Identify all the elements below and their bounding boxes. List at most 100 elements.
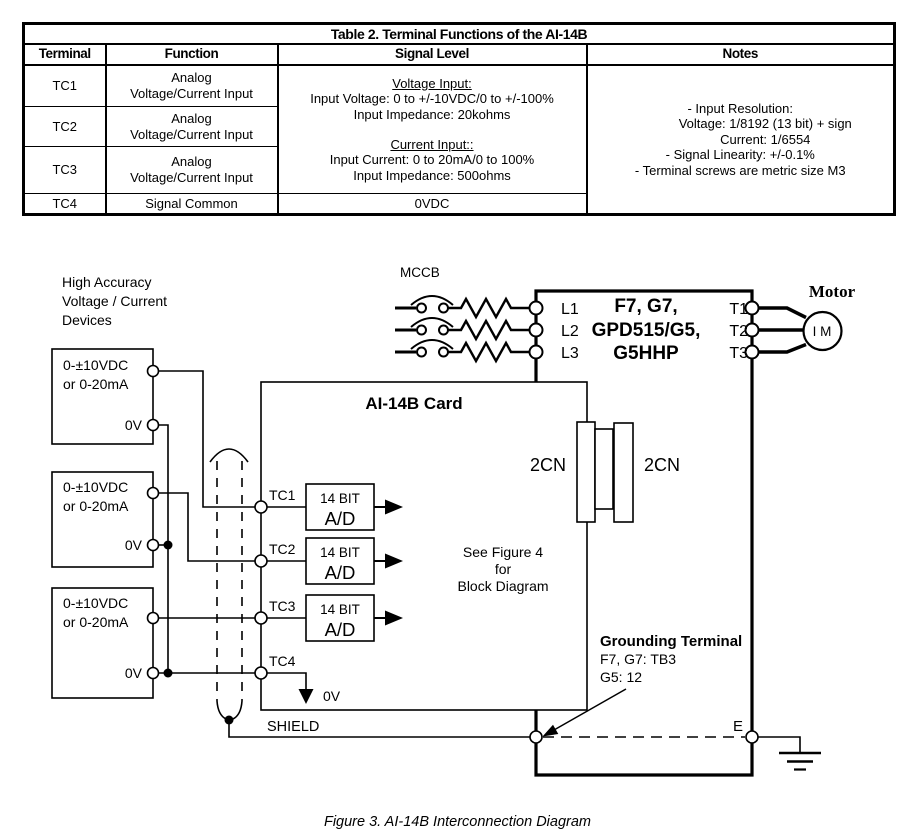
cn-label-right: 2CN [644,455,680,475]
breaker-contacts [416,302,449,358]
function-line: Analog [171,110,212,126]
note-line: - Terminal screws are metric size M3 [634,162,846,178]
device3-signal-terminal [146,611,160,625]
function-line: Voltage/Current Input [130,86,253,101]
current-input-heading: Current Input:: [390,136,474,152]
voltage-input-line: Input Voltage: 0 to +/-10VDC/0 to +/-100… [310,91,554,107]
drive-name-line: F7, G7, [614,296,677,317]
fuse-zigzag [448,318,536,342]
breaker-arc [410,339,454,350]
signal-level-tc4-cell: 0VDC [276,193,588,215]
shielded-cable [209,448,530,738]
t3-terminal [744,344,760,360]
mccb-pole-2 [395,317,536,342]
device-label: or 0-20mA [63,614,129,630]
device-box-3 [51,587,154,699]
shield-junction-dot [224,715,234,725]
voltage-input-line: Input Impedance: 20kohms [353,106,511,122]
contact [438,302,449,314]
contact [438,346,449,358]
ad-label: A/D [325,619,356,640]
drive-name-line: GPD515/G5, [592,320,701,341]
device1-0v-terminal [146,418,160,432]
earth-lead [758,736,801,752]
card-title: AI-14B Card [365,394,462,413]
l1-label: L1 [561,301,579,318]
table-row-tc1: TC1 Analog Voltage/Current Input Voltage… [22,64,896,215]
table-header-row: Terminal Function Signal Level Notes [22,43,896,66]
cable-bottom-curve [232,700,243,720]
tc4-label: TC4 [269,653,296,669]
note-line: Voltage: 1/8192 (13 bit) + sign [678,116,852,132]
tc3-terminal [254,611,268,625]
table-row-tc4: TC4 Signal Common 0VDC [22,193,895,215]
source-label-line: High Accuracy [62,274,151,290]
tc3-label: TC3 [269,598,296,614]
device2-signal-terminal [146,486,160,500]
function-line: Voltage/Current Input [130,126,253,142]
device-box-1 [51,348,154,445]
col-header-function: Function [104,43,279,66]
tc2-label: TC2 [269,541,296,557]
ai14b-card-box [260,381,588,711]
grounding-terminal-heading: Grounding Terminal [600,633,742,650]
see-figure-line: See Figure 4 [463,544,543,560]
device3-0v-terminal [146,666,160,680]
device1-signal-terminal [146,364,160,378]
grounding-circuit [542,688,821,771]
shield-drain-wire [228,720,530,738]
tc2-terminal [254,554,268,568]
l3-terminal [528,344,544,360]
signal-level-cell: Voltage Input: Input Voltage: 0 to +/-10… [276,64,588,194]
col-header-signal-level: Signal Level [276,43,588,66]
cn-label-left: 2CN [530,455,566,475]
l2-label: L2 [561,323,579,340]
function-cell: Analog Voltage/Current Input [104,146,279,194]
motor-im-text: I M [813,324,832,339]
contact [416,302,427,314]
function-cell: Signal Common [104,193,279,215]
ad-label: A/D [325,508,356,529]
notes-cell: - Input Resolution: Voltage: 1/8192 (13 … [585,64,896,215]
ad-box-2 [305,537,375,585]
drive-name-line: G5HHP [613,343,679,364]
terminal-cell: TC1 [22,64,107,107]
cn-connector-bridge [594,428,614,510]
zero-volt-label: 0V [125,417,143,433]
ad-output-arrows [374,499,403,626]
contact [416,324,427,336]
current-input-line: Input Current: 0 to 20mA/0 to 100% [329,152,535,168]
current-input-block: Current Input:: Input Current: 0 to 20mA… [281,137,584,184]
col-header-terminal: Terminal [22,43,107,66]
source-label-line: Devices [62,312,112,328]
fuse-zigzag [448,340,536,364]
source-device-boxes [51,348,154,699]
see-figure-line: Block Diagram [457,578,548,594]
voltage-input-heading: Voltage Input: [392,75,472,91]
earth-ground-icon [779,751,821,771]
motor-wires [758,306,807,354]
junction-dot [163,668,173,678]
arrow-head-icon [385,499,403,515]
ad-label: 14 BIT [320,602,360,617]
grounding-callout-arrow-icon [542,724,559,737]
grounding-terminal-circle [529,730,543,744]
tc1-label: TC1 [269,487,296,503]
t3-label: T3 [729,345,748,362]
motor-label: Motor [809,282,856,301]
contact [438,324,449,336]
e-label: E [733,718,743,735]
tc1-terminal [254,500,268,514]
contact [416,346,427,358]
see-figure-line: for [495,561,512,577]
function-cell: Analog Voltage/Current Input [104,106,279,147]
zero-volt-label: 0V [125,665,143,681]
mccb-pole-1 [395,295,536,320]
terminal-functions-table: Table 2. Terminal Functions of the AI-14… [22,22,896,216]
ad-label: 14 BIT [320,491,360,506]
device-box-2 [51,471,154,568]
cn-connector-card-side [576,421,596,523]
note-line: - Input Resolution: [687,100,793,116]
ad-label: A/D [325,562,356,583]
